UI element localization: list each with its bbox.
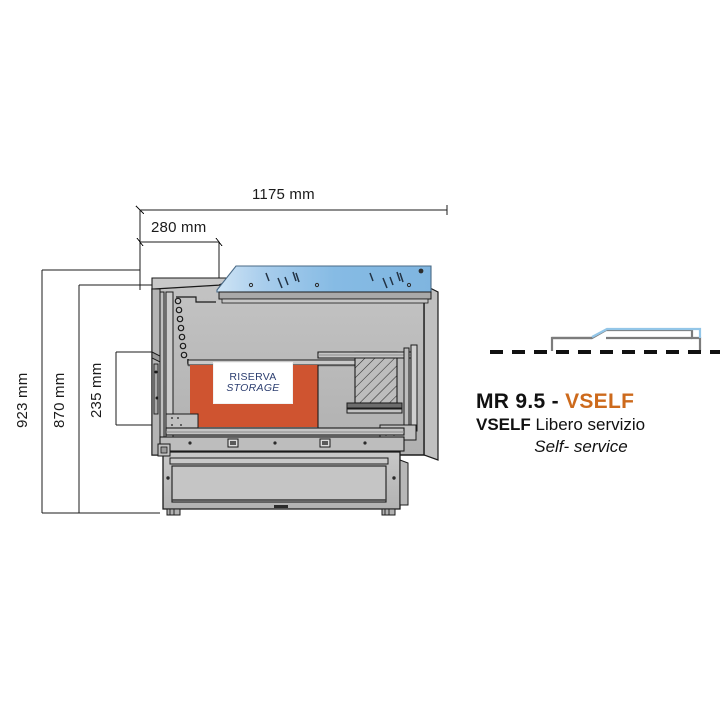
storage-label-italian: RISERVA — [229, 370, 277, 383]
model-title-suffix: VSELF — [565, 390, 635, 413]
variant-code: VSELF — [476, 414, 531, 434]
dimension-lines — [41, 205, 448, 514]
plinth-front-panel — [171, 465, 387, 503]
glass-hatch-marks — [265, 271, 404, 289]
storage-label-tag: RISERVA STORAGE — [213, 362, 293, 404]
plinth-top-rail — [169, 457, 389, 465]
dimension-label-overall-width: 1175 mm — [252, 186, 315, 203]
unit-base-plate — [346, 402, 403, 409]
plinth-screw-left — [166, 476, 170, 480]
lower-cross-rail — [165, 427, 405, 436]
glass-support-rail-lower — [221, 298, 429, 304]
profile-outline — [550, 328, 702, 351]
profile-glass-highlight — [591, 327, 702, 338]
model-title: MR 9.5 - VSELF — [476, 390, 720, 414]
plinth-side-return — [399, 459, 409, 506]
variant-line-italian: VSELF Libero servizio — [476, 415, 720, 435]
left-column-detail — [151, 351, 171, 457]
variant-description-english: Self- service — [534, 436, 628, 456]
plinth-screw-right — [392, 476, 396, 480]
cabinet-body — [151, 265, 439, 516]
upper-shelf-edge — [176, 296, 216, 303]
glass-fixing-dots — [248, 268, 424, 288]
dimension-label-front-depth: 280 mm — [151, 219, 207, 236]
storage-label-english: STORAGE — [226, 382, 280, 394]
model-title-prefix: MR 9.5 - — [476, 390, 566, 413]
base-fasteners — [188, 438, 367, 448]
plinth-centre-mark — [274, 505, 288, 508]
glass-top-panel — [216, 265, 432, 293]
model-caption-block: MR 9.5 - VSELF VSELF Libero servizio Sel… — [476, 390, 720, 457]
perforation-holes — [174, 297, 188, 359]
variant-description-italian: Libero servizio — [530, 414, 646, 434]
adjustable-feet — [166, 508, 396, 516]
unit-base-plate-lower — [346, 408, 403, 414]
